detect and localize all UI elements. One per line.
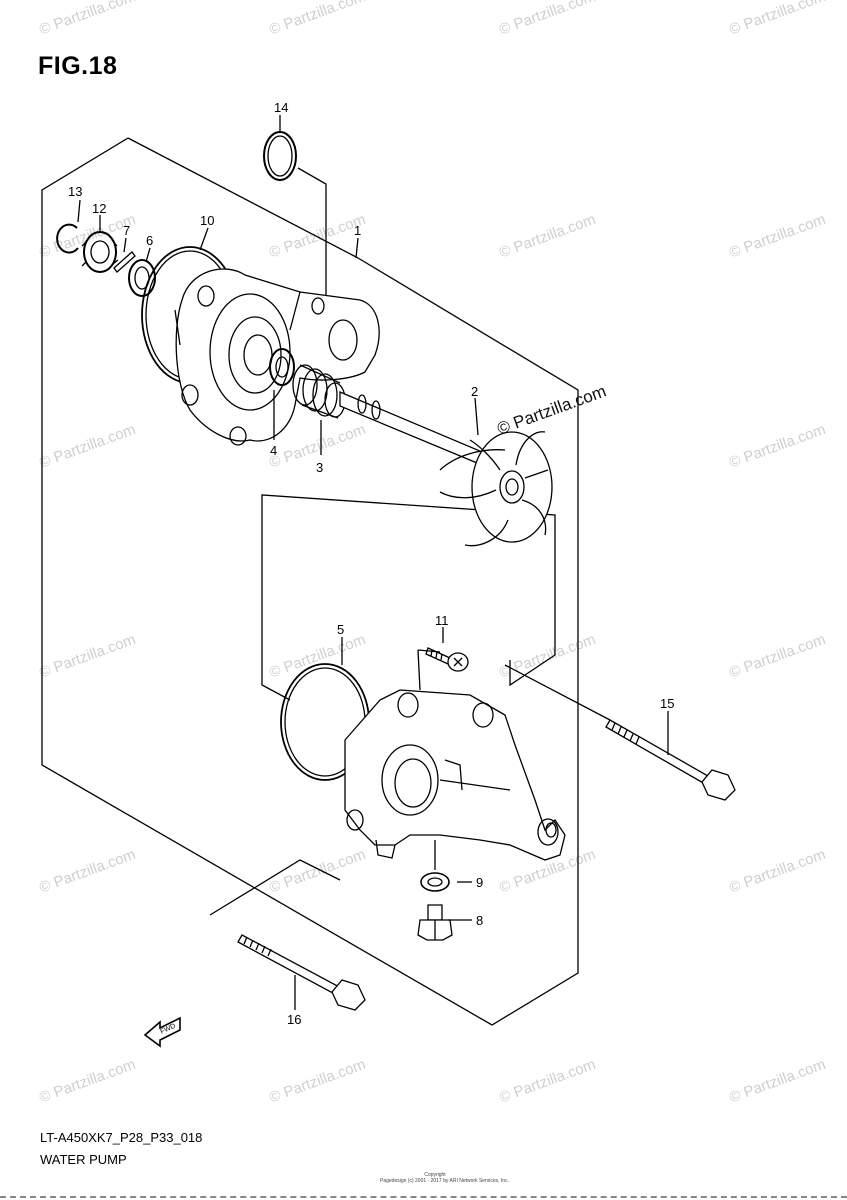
figure-title: FIG.18: [38, 52, 118, 80]
callout-12: 12: [92, 201, 106, 216]
callout-7: 7: [123, 223, 130, 238]
impeller-shape: [439, 431, 553, 547]
callout-10: 10: [200, 213, 214, 228]
callout-13: 13: [68, 184, 82, 199]
o-ring-top-shape: [263, 131, 297, 181]
pin-shape: [113, 251, 136, 273]
callout-3: 3: [316, 460, 323, 475]
cover-frame-edge: [509, 654, 556, 687]
callout-9: 9: [476, 875, 483, 890]
oil-seal-shape: [269, 348, 295, 386]
assembly-frame-edge: [127, 137, 359, 259]
copyright-line1: Copyright: [424, 1172, 446, 1178]
callout-2: 2: [471, 384, 478, 399]
callout-4: 4: [270, 443, 277, 458]
bolt-lower-shape: [237, 934, 366, 1011]
callout-11: 11: [435, 613, 449, 628]
callout-6: 6: [146, 233, 153, 248]
callout-15: 15: [660, 696, 674, 711]
callout-14: 14: [274, 100, 288, 115]
page-bottom-rule: [0, 1196, 847, 1198]
circlip-shape: [56, 223, 79, 254]
leader-bolt-16: [209, 859, 341, 916]
callout-8: 8: [476, 913, 483, 928]
callout-16: 16: [287, 1012, 301, 1027]
pump-cover-shape: [344, 649, 566, 861]
leader-bolt-15: [504, 664, 611, 721]
bolt-upper-shape: [605, 719, 736, 801]
fwd-arrow-icon: [143, 1016, 181, 1048]
assembly-frame: [41, 137, 579, 1026]
screw-shape: [425, 647, 469, 672]
callout-5: 5: [337, 622, 344, 637]
drain-plug-shape: [417, 904, 453, 941]
mechanical-seal-shape: [292, 364, 346, 419]
cover-frame: [261, 494, 556, 701]
diagram-name: WATER PUMP: [40, 1152, 127, 1167]
copyright-line2: Pagedesign (c) 2001 - 2017 by ARI Networ…: [380, 1178, 509, 1184]
copyright-notice: Copyright Pagedesign (c) 2001 - 2017 by …: [380, 1172, 509, 1184]
callout-1: 1: [354, 223, 361, 238]
washer-shape: [128, 259, 156, 297]
gear-shape: [83, 231, 117, 273]
model-code: LT-A450XK7_P28_P33_018: [40, 1130, 203, 1145]
pump-body-shape: [174, 268, 380, 446]
gasket-shape: [420, 872, 450, 892]
